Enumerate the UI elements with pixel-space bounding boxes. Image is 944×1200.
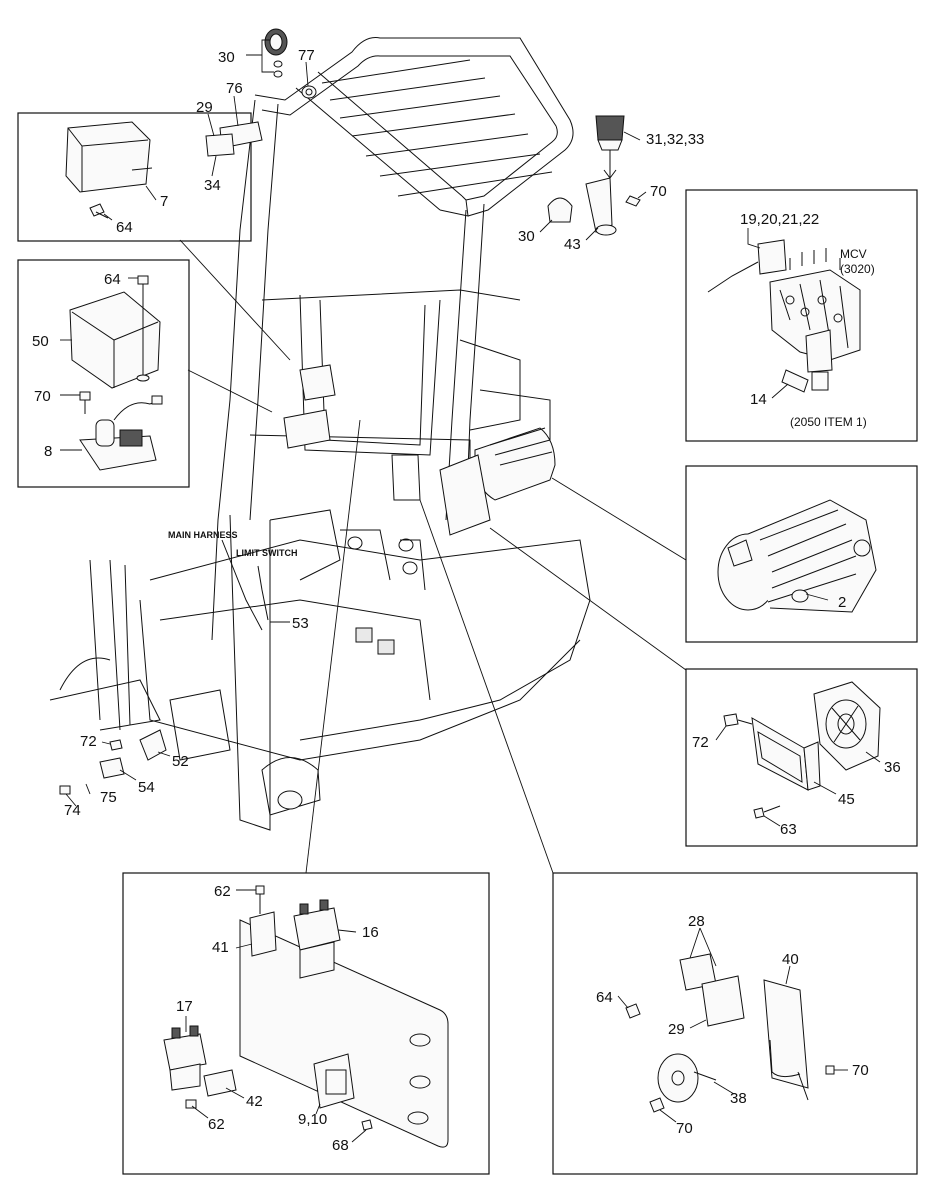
callout-77: 77 (298, 47, 315, 64)
horn-38 (657, 1053, 717, 1103)
callout-8: 8 (44, 443, 52, 460)
label-mcv-code: (3020) (840, 262, 875, 276)
screw-68 (361, 1119, 373, 1131)
bolt-64b (136, 275, 150, 382)
lamp-30b (547, 197, 573, 223)
callout-45: 45 (838, 791, 855, 808)
fan-bracket-45 (751, 717, 821, 791)
fuse-block-9 (313, 1053, 355, 1109)
cooling-fan-36 (813, 681, 881, 771)
callout-14: 14 (750, 391, 767, 408)
callout-31-32-33: 31,32,33 (646, 131, 704, 148)
relay-29 (701, 975, 745, 1027)
callout-70d: 70 (676, 1120, 693, 1137)
callout-53: 53 (292, 615, 309, 632)
callout-42: 42 (246, 1093, 263, 1110)
detail-box-horn-bracket (552, 872, 918, 1175)
callout-70a: 70 (650, 183, 667, 200)
callout-64b: 64 (104, 271, 121, 288)
callout-2: 2 (838, 594, 846, 611)
sensor-14 (781, 369, 829, 393)
callout-30a: 30 (218, 49, 235, 66)
callout-64a: 64 (116, 219, 133, 236)
bolt-63 (753, 805, 781, 819)
callout-76: 76 (226, 80, 243, 97)
mounting-plate (239, 919, 449, 1148)
control-valve-mcv (769, 248, 861, 373)
callout-62a: 62 (214, 883, 231, 900)
callouts: 30 77 29 76 34 31,32,33 70 30 43 7 64 64… (32, 47, 901, 1154)
callout-7: 7 (160, 193, 168, 210)
callout-70b: 70 (34, 388, 51, 405)
callout-75: 75 (100, 789, 117, 806)
callout-16: 16 (362, 924, 379, 941)
callout-36: 36 (884, 759, 901, 776)
grommet-77 (301, 85, 317, 99)
pump-motor-2 (717, 499, 877, 613)
beacon-bracket-43 (585, 177, 617, 236)
label-limit-switch: LIMIT SWITCH (236, 548, 298, 558)
bolt-72b (109, 739, 123, 751)
callout-30b: 30 (518, 228, 535, 245)
callout-72b: 72 (80, 733, 97, 750)
bolt-62 (185, 885, 265, 1109)
callout-74: 74 (64, 802, 81, 819)
callout-54: 54 (138, 779, 155, 796)
label-mcv: MCV (840, 247, 867, 261)
switch-bracket-52 (139, 729, 167, 761)
contactor-16 (293, 899, 341, 979)
bolt-70c (825, 1065, 835, 1075)
callout-43: 43 (564, 236, 581, 253)
callout-17: 17 (176, 998, 193, 1015)
overhead-guard (254, 37, 574, 217)
callout-9-10: 9,10 (298, 1111, 327, 1128)
solenoid-8 (79, 395, 163, 471)
frame-motor (439, 427, 556, 536)
bolt-70a (625, 195, 641, 207)
beacon-31 (595, 115, 625, 180)
label-item-ref: (2050 ITEM 1) (790, 415, 867, 429)
callout-50: 50 (32, 333, 49, 350)
switch-19 (707, 239, 787, 293)
callout-70c: 70 (852, 1062, 869, 1079)
bracket-76-29 (205, 121, 263, 157)
callout-63: 63 (780, 821, 797, 838)
lamp-assembly-7 (65, 121, 153, 193)
bracket-40 (763, 979, 809, 1101)
callout-41: 41 (212, 939, 229, 956)
detail-leaders (179, 239, 687, 874)
bolt-70b (79, 391, 91, 414)
contactor-17 (163, 1025, 207, 1091)
bolt-64c (625, 1003, 641, 1019)
callout-19-22: 19,20,21,22 (740, 211, 819, 228)
label-main-harness: MAIN HARNESS (168, 530, 238, 540)
callout-38: 38 (730, 1090, 747, 1107)
callout-28: 28 (688, 913, 705, 930)
callout-62b: 62 (208, 1116, 225, 1133)
bolt-74 (59, 785, 71, 795)
relay-box-50 (69, 291, 161, 389)
harness-53 (221, 539, 269, 631)
bolt-72a (723, 713, 753, 727)
callout-52: 52 (172, 753, 189, 770)
callout-64c: 64 (596, 989, 613, 1006)
callout-34: 34 (204, 177, 221, 194)
bolt-70d (649, 1097, 665, 1113)
bolt-64a (89, 203, 109, 219)
callout-40: 40 (782, 951, 799, 968)
limit-switch-54 (99, 757, 125, 779)
callout-72a: 72 (692, 734, 709, 751)
frame-controller (283, 364, 421, 501)
callout-68: 68 (332, 1137, 349, 1154)
work-lamp-30 (264, 28, 288, 78)
callout-leaders (60, 39, 881, 1143)
callout-29b: 29 (668, 1021, 685, 1038)
bracket-41 (249, 911, 277, 957)
callout-29a: 29 (196, 99, 213, 116)
